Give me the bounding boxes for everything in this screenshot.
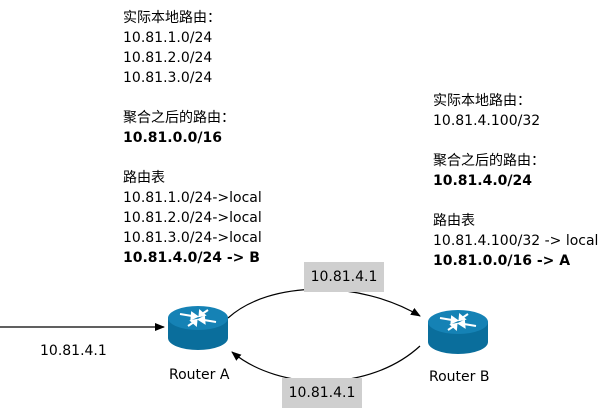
router-a-local-route: 10.81.2.0/24 bbox=[123, 50, 213, 66]
router-a-info: 实际本地路由： 10.81.1.0/24 10.81.2.0/24 10.81.… bbox=[123, 8, 262, 268]
router-b-aggregate-title: 聚合之后的路由： bbox=[433, 153, 545, 169]
router-b-table-highlight: 10.81.0.0/16 -> A bbox=[433, 253, 571, 269]
router-a-icon bbox=[168, 306, 228, 350]
router-a-aggregate-title: 聚合之后的路由： bbox=[123, 110, 235, 126]
router-a-table-entry: 10.81.2.0/24->local bbox=[123, 210, 262, 226]
router-a-aggregate-route: 10.81.0.0/16 bbox=[123, 130, 222, 146]
router-b-table-title: 路由表 bbox=[433, 213, 475, 229]
packet-label-b-to-a: 10.81.4.1 bbox=[282, 378, 362, 408]
router-a-table-title: 路由表 bbox=[123, 170, 165, 186]
router-b-icon bbox=[428, 310, 488, 354]
router-a-local-route: 10.81.3.0/24 bbox=[123, 70, 213, 86]
router-a-label: Router A bbox=[169, 367, 230, 383]
router-a-table-entry: 10.81.1.0/24->local bbox=[123, 190, 262, 206]
router-b-table-entry: 10.81.4.100/32 -> local bbox=[433, 233, 599, 249]
router-a-local-routes-title: 实际本地路由： bbox=[123, 10, 221, 26]
router-b-local-route: 10.81.4.100/32 bbox=[433, 113, 541, 129]
router-b-aggregate-route: 10.81.4.0/24 bbox=[433, 173, 532, 189]
router-a-table-highlight: 10.81.4.0/24 -> B bbox=[123, 250, 260, 266]
router-b-info: 实际本地路由： 10.81.4.100/32 聚合之后的路由： 10.81.4.… bbox=[433, 91, 598, 271]
arrow-a-to-b bbox=[227, 288, 421, 319]
router-b-label: Router B bbox=[429, 369, 490, 385]
router-b-local-routes-title: 实际本地路由： bbox=[433, 93, 531, 109]
arrow-b-to-a bbox=[231, 345, 421, 382]
router-a-table-entry: 10.81.3.0/24->local bbox=[123, 230, 262, 246]
router-a-local-route: 10.81.1.0/24 bbox=[123, 30, 213, 46]
packet-label-incoming: 10.81.4.1 bbox=[40, 343, 107, 359]
packet-label-a-to-b: 10.81.4.1 bbox=[304, 262, 384, 292]
